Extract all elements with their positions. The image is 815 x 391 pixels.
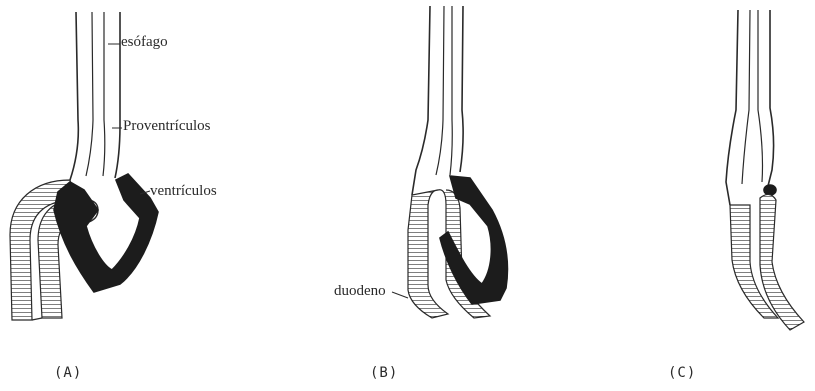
label-proventriculus: Proventrículos <box>123 118 211 135</box>
caption-a: (A) <box>54 365 82 381</box>
caption-c: (C) <box>668 365 696 381</box>
esophagus-a <box>70 12 78 180</box>
label-duodenum: duodeno <box>334 283 386 300</box>
label-esophagus: esófago <box>121 34 168 51</box>
panel-c <box>726 10 804 330</box>
caption-b: (B) <box>370 365 398 381</box>
label-ventriculus: ventrículos <box>150 183 217 200</box>
leader-lines <box>108 44 408 298</box>
panel-b <box>408 6 507 318</box>
esophagus-b <box>412 6 430 195</box>
ventriculus-a <box>54 174 158 292</box>
duodenum-b <box>408 190 448 318</box>
ventriculus-c <box>764 185 776 195</box>
esophagus-c <box>726 10 738 205</box>
panel-a <box>10 12 158 320</box>
